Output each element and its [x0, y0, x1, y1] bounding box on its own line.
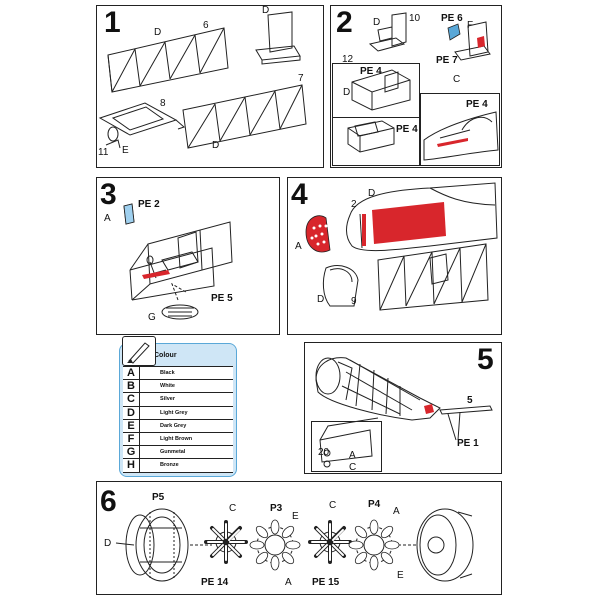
colour-row: E Dark Grey: [123, 418, 233, 432]
colour-key: D: [123, 406, 140, 419]
colour-row: G Gunmetal: [123, 445, 233, 459]
colour-key: G: [123, 446, 140, 459]
part-label: A: [349, 450, 356, 461]
part-label: D: [104, 538, 112, 549]
part-label: C: [229, 503, 237, 514]
part-label: D: [212, 140, 220, 151]
part-label: C: [329, 500, 337, 511]
colour-key: F: [123, 432, 140, 446]
part-label: 2: [351, 199, 357, 210]
colour-name: Black: [160, 370, 175, 376]
step-number: 1: [104, 6, 121, 39]
part-label: A: [285, 577, 292, 588]
step-3-panel: [96, 177, 280, 335]
part-label: F: [467, 20, 474, 31]
colour-name: Bronze: [160, 462, 179, 469]
part-label: 12: [342, 54, 354, 65]
colour-table-header: Colour: [154, 352, 177, 359]
part-label: PE 6: [441, 13, 463, 24]
part-label: 9: [351, 296, 357, 307]
colour-key: A: [123, 367, 140, 380]
part-label: 6: [203, 20, 209, 31]
part-label: 5: [467, 395, 473, 406]
part-label: PE 4: [396, 124, 418, 135]
part-label: A: [295, 241, 302, 252]
colour-name: Light Grey: [160, 409, 188, 416]
step-number: 5: [477, 343, 494, 376]
colour-key: H: [123, 459, 140, 472]
part-label: E: [122, 145, 129, 156]
part-label: D: [368, 188, 376, 199]
part-label: PE 1: [457, 438, 479, 449]
part-label: A: [104, 213, 111, 224]
part-label: A: [393, 506, 400, 517]
part-label: PE 4: [466, 99, 488, 110]
part-label: D: [262, 5, 270, 16]
colour-row: A Black: [123, 366, 233, 380]
part-label: PE 14: [201, 577, 229, 588]
part-label: PE 7: [436, 55, 458, 66]
part-label: 7: [298, 73, 304, 84]
colour-name: Light Brown: [160, 435, 193, 442]
part-label: 20: [318, 447, 330, 458]
step-2-subpanel: [332, 117, 420, 166]
part-label: E: [397, 570, 404, 581]
part-label: D: [373, 17, 381, 28]
part-label: C: [453, 74, 461, 85]
step-number: 3: [100, 178, 117, 211]
part-label: PE 5: [211, 293, 233, 304]
part-label: P4: [368, 499, 381, 510]
colour-row: D Light Grey: [123, 405, 233, 419]
part-label: PE 4: [360, 66, 382, 77]
colour-row: B White: [123, 379, 233, 393]
part-label: D: [317, 294, 325, 305]
colour-row: F Light Brown: [123, 431, 233, 446]
part-label: P3: [270, 503, 283, 514]
step-6-panel: [96, 481, 502, 595]
colour-row: C Silver: [123, 392, 233, 406]
colour-name: White: [160, 383, 175, 390]
part-label: PE 15: [312, 577, 340, 588]
step-1-panel: [96, 5, 324, 168]
colour-row: H Bronze: [123, 458, 233, 473]
colour-key: B: [123, 380, 140, 393]
step-number: 6: [100, 485, 117, 518]
part-label: C: [349, 462, 357, 473]
part-label: PE 2: [138, 199, 160, 210]
part-label: E: [292, 511, 299, 522]
part-label: D: [154, 27, 162, 38]
colour-name: Dark Grey: [160, 422, 187, 429]
part-label: 8: [160, 98, 166, 109]
colour-name: Gunmetal: [160, 449, 186, 456]
part-label: G: [148, 312, 156, 323]
colour-table: Colour A Black B White C Silver D Light Grey…: [119, 343, 237, 477]
colour-name: Silver: [160, 396, 175, 403]
colour-table-rows: A Black B White C Silver D Light Grey E Dark …: [123, 366, 233, 473]
colour-key: E: [123, 419, 140, 432]
part-label: D: [343, 87, 351, 98]
part-label: P5: [152, 492, 165, 503]
paintbrush-icon: [122, 336, 156, 366]
colour-key: C: [123, 393, 140, 406]
step-2-subpanel: [420, 93, 500, 166]
part-label: 10: [409, 13, 421, 24]
step-number: 2: [336, 6, 353, 39]
part-label: 11: [98, 147, 109, 158]
step-number: 4: [291, 178, 308, 211]
